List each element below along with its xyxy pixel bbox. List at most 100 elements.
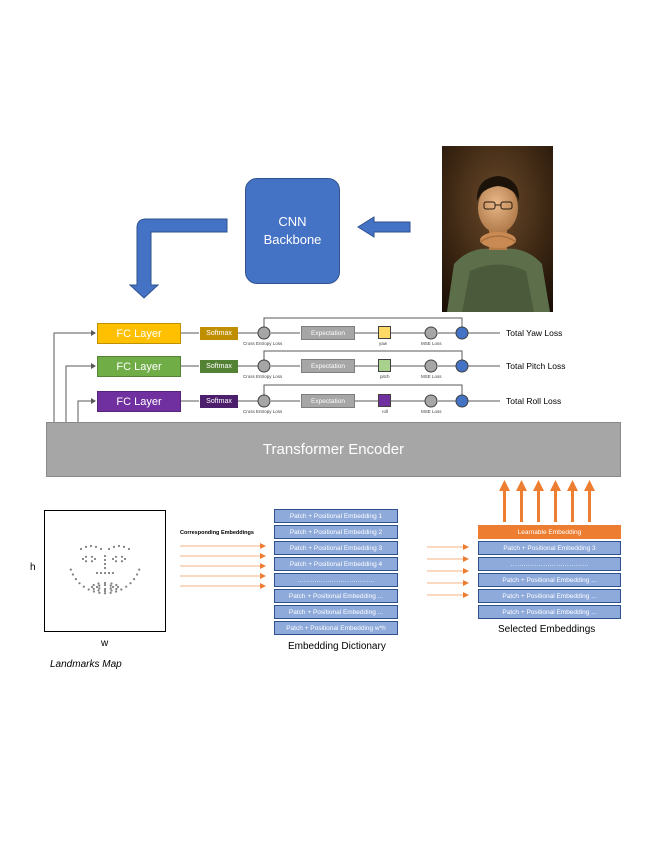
selected-caption: Selected Embeddings [498, 624, 596, 635]
landmark-dot [84, 555, 88, 558]
landmark-dot [84, 560, 88, 563]
landmark-dot [92, 587, 95, 591]
transformer-encoder: Transformer Encoder [46, 422, 621, 477]
landmark-dot [111, 571, 115, 575]
angle-box-pitch [378, 359, 391, 372]
fc-layer-yaw: FC Layer [97, 323, 181, 344]
landmark-dot [103, 554, 107, 558]
landmark-dot [109, 587, 112, 590]
landmark-dot [120, 560, 124, 563]
arrow-photo-to-cnn [357, 216, 411, 238]
landmark-dot [110, 589, 113, 592]
landmark-dot [89, 544, 93, 548]
selected-cell: ……………………………… [478, 557, 621, 571]
landmark-dot [103, 562, 107, 566]
softmax-label: Softmax [206, 398, 232, 405]
ce-loss-label-roll: Cross Entropy Loss [243, 409, 283, 414]
upward-arrows [499, 480, 595, 522]
landmark-dot [103, 558, 107, 562]
dictionary-to-selected-arrows [427, 546, 465, 596]
landmark-dot [97, 589, 100, 592]
learnable-embedding: Learnable Embedding [478, 525, 621, 539]
transformer-label: Transformer Encoder [262, 441, 405, 458]
ce-loss-label-pitch: Cross Entropy Loss [243, 374, 283, 379]
embedding-dictionary: Patch + Positional Embedding 1 Patch + P… [274, 509, 398, 635]
landmark-dot [81, 557, 85, 561]
landmark-dot [98, 591, 101, 594]
landmarks-w-label: w [101, 638, 109, 649]
landmark-dot [123, 557, 127, 561]
landmark-dot [115, 587, 118, 591]
landmark-dot [71, 573, 74, 576]
arrow-cnn-to-heads [128, 218, 228, 299]
landmark-dot [95, 571, 99, 575]
mse-label-yaw: MSE Loss [421, 341, 442, 346]
softmax-yaw: Softmax [200, 327, 238, 340]
total-yaw-loss: Total Yaw Loss [506, 328, 563, 338]
landmark-dot [98, 584, 101, 587]
landmarks-h-label: h [30, 562, 36, 573]
landmark-dot [122, 545, 126, 548]
landmark-dot [90, 585, 94, 589]
landmark-dot [74, 578, 77, 581]
landmark-dot [136, 573, 139, 576]
expectation-label: Expectation [311, 362, 345, 370]
landmark-dot [97, 582, 100, 585]
mse-label-pitch: MSE Loss [421, 374, 442, 379]
total-pitch-loss: Total Pitch Loss [506, 361, 566, 371]
landmark-dot [112, 545, 116, 548]
landmark-dot [82, 585, 85, 588]
landmark-dot [92, 583, 95, 587]
landmark-dot [107, 571, 111, 575]
softmax-roll: Softmax [200, 395, 238, 408]
landmark-dot [129, 582, 132, 585]
head-pipeline-lines [181, 317, 500, 402]
landmarks-map [44, 510, 166, 632]
landmark-dot [109, 591, 112, 594]
landmark-dot [107, 547, 111, 551]
landmark-dot [95, 585, 99, 589]
dict-cell: Patch + Positional Embedding 4 [274, 557, 398, 571]
input-face-photo [442, 146, 553, 312]
ce-loss-label-yaw: Cross Entropy Loss [243, 341, 283, 346]
total-roll-loss: Total Roll Loss [506, 396, 562, 406]
landmark-dot [92, 590, 95, 593]
dict-cell: Patch + Positional Embedding 2 [274, 525, 398, 539]
landmark-dot [114, 555, 118, 558]
landmark-dot [90, 555, 94, 558]
landmark-dot [125, 585, 128, 588]
fc-layer-pitch: FC Layer [97, 356, 181, 377]
encoder-to-fc-arrowheads [91, 330, 96, 404]
expectation-yaw: Expectation [301, 326, 355, 340]
fc-layer-roll: FC Layer [97, 391, 181, 412]
landmark-points [69, 544, 141, 595]
expectation-label: Expectation [311, 397, 345, 405]
landmark-dot [84, 545, 88, 548]
selected-cell: Patch + Positional Embedding 3 [478, 541, 621, 555]
landmark-dot [94, 545, 98, 548]
landmark-dot [90, 560, 94, 563]
landmark-dot [103, 566, 107, 570]
dict-cell: Patch + Positional Embedding w*h [274, 621, 398, 635]
corresponding-embeddings-label: Corresponding Embeddings [180, 530, 254, 536]
mse-label-roll: MSE Loss [421, 409, 442, 414]
dictionary-caption: Embedding Dictionary [288, 641, 386, 652]
dict-cell: Patch + Positional Embedding 3 [274, 541, 398, 555]
landmark-to-dictionary-arrows [180, 545, 262, 587]
landmark-dot [69, 568, 72, 571]
dict-cell: Patch + Positional Embedding ... [274, 589, 398, 603]
landmark-dot [99, 571, 103, 575]
expectation-roll: Expectation [301, 394, 355, 408]
landmark-dot [87, 588, 90, 591]
landmark-to-dictionary-heads [260, 543, 266, 589]
expectation-pitch: Expectation [301, 359, 355, 373]
landmark-dot [79, 547, 83, 551]
dict-cell: Patch + Positional Embedding ... [274, 605, 398, 619]
landmark-dot [115, 590, 118, 593]
landmarks-caption: Landmarks Map [50, 659, 122, 670]
encoder-to-fc-lines [53, 332, 94, 422]
landmark-dot [103, 592, 107, 595]
dict-cell: Patch + Positional Embedding 1 [274, 509, 398, 523]
landmark-dot [114, 560, 118, 563]
landmark-dot [109, 584, 112, 587]
